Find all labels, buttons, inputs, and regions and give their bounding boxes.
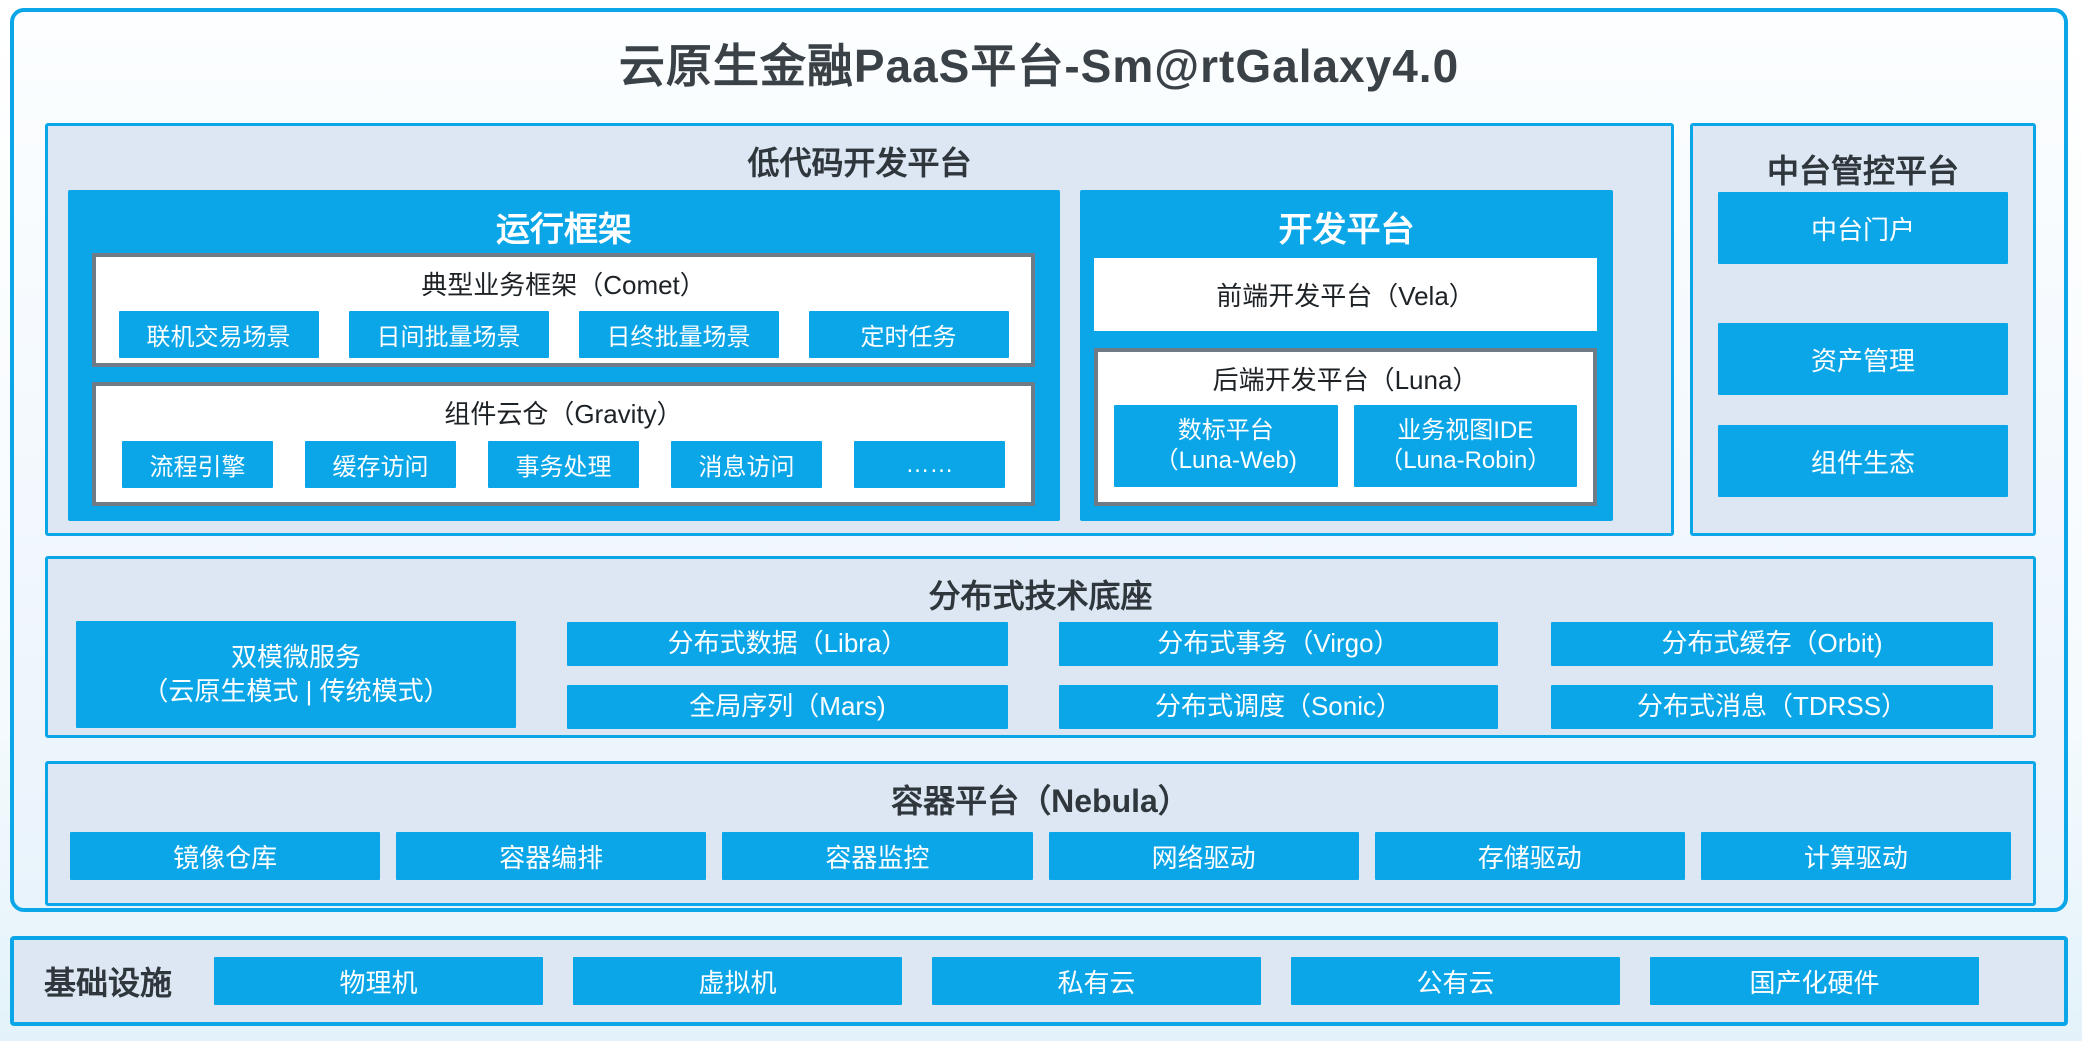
block-message-access: 消息访问 [671,441,822,488]
gravity-title: 组件云仓（Gravity） [444,399,683,429]
architecture-frame: 云原生金融PaaS平台-Sm@rtGalaxy4.0 低代码开发平台 运行框架 … [10,8,2068,912]
gravity-items-row: 流程引擎 缓存访问 事务处理 消息访问 …… [96,431,1031,488]
panel-distributed-base: 分布式技术底座 双模微服务 （云原生模式 | 传统模式） 分布式数据（Libra… [45,556,2036,738]
block-luna-web: 数标平台 （Luna-Web) [1114,405,1338,487]
block-component-ecosystem: 组件生态 [1718,425,2008,497]
panel-infrastructure: 基础设施 物理机 虚拟机 私有云 公有云 国产化硬件 [10,936,2068,1026]
block-daytime-batch: 日间批量场景 [348,311,549,358]
block-process-engine: 流程引擎 [122,441,273,488]
group-comet-framework: 典型业务框架（Comet） 联机交易场景 日间批量场景 日终批量场景 定时任务 [92,253,1035,367]
block-physical-machine: 物理机 [214,957,543,1005]
block-storage-driver: 存储驱动 [1374,832,1685,880]
luna-items-row: 数标平台 （Luna-Web) 业务视图IDE （Luna-Robin） [1098,397,1593,487]
block-private-cloud: 私有云 [932,957,1261,1005]
luna-web-line2: （Luna-Web) [1154,447,1297,474]
group-backend-luna: 后端开发平台（Luna） 数标平台 （Luna-Web) 业务视图IDE （Lu… [1094,348,1597,506]
infrastructure-items-row: 物理机 虚拟机 私有云 公有云 国产化硬件 [214,957,2064,1005]
panel-runtime-framework: 运行框架 典型业务框架（Comet） 联机交易场景 日间批量场景 日终批量场景 … [68,190,1060,521]
container-platform-title: 容器平台（Nebula） [891,783,1190,819]
panel-dev-platform: 开发平台 前端开发平台（Vela） 后端开发平台（Luna） 数标平台 （Lun… [1080,190,1613,521]
block-luna-robin: 业务视图IDE （Luna-Robin） [1353,405,1577,487]
microservice-line2: （云原生模式 | 传统模式） [142,675,450,706]
low-code-platform-title: 低代码开发平台 [747,145,972,181]
block-endofday-batch: 日终批量场景 [578,311,779,358]
block-container-monitoring: 容器监控 [722,832,1033,880]
block-global-sequence-mars: 全局序列（Mars) [567,685,1008,729]
comet-title: 典型业务框架（Comet） [421,270,706,300]
block-midtai-portal: 中台门户 [1718,192,2008,264]
block-container-orchestration: 容器编排 [396,832,707,880]
governance-title: 中台管控平台 [1766,153,1959,189]
page-title: 云原生金融PaaS平台-Sm@rtGalaxy4.0 [618,40,1460,92]
block-public-cloud: 公有云 [1291,957,1620,1005]
microservice-line1: 双模微服务 [230,641,361,672]
panel-low-code-platform: 低代码开发平台 运行框架 典型业务框架（Comet） 联机交易场景 日间批量场景… [45,123,1674,536]
luna-web-line1: 数标平台 [1177,417,1274,444]
block-domestic-hardware: 国产化硬件 [1650,957,1979,1005]
block-cache-access: 缓存访问 [305,441,456,488]
luna-robin-line1: 业务视图IDE [1397,417,1534,444]
block-scheduled-task: 定时任务 [808,311,1009,358]
block-distributed-scheduling-sonic: 分布式调度（Sonic） [1059,685,1498,729]
runtime-framework-title: 运行框架 [496,211,632,249]
distributed-base-title: 分布式技术底座 [928,578,1153,614]
block-frontend-vela: 前端开发平台（Vela） [1094,258,1597,331]
block-virtual-machine: 虚拟机 [573,957,902,1005]
container-items-row: 镜像仓库 容器编排 容器监控 网络驱动 存储驱动 计算驱动 [48,822,2033,880]
block-online-transaction: 联机交易场景 [118,311,319,358]
block-distributed-transaction-virgo: 分布式事务（Virgo） [1059,622,1498,666]
comet-items-row: 联机交易场景 日间批量场景 日终批量场景 定时任务 [96,302,1031,358]
block-ellipsis-more: …… [854,441,1005,488]
block-distributed-cache-orbit: 分布式缓存（Orbit) [1551,622,1993,666]
block-image-registry: 镜像仓库 [69,832,381,880]
infrastructure-title: 基础设施 [44,965,173,1001]
block-dual-mode-microservice: 双模微服务 （云原生模式 | 传统模式） [76,621,516,728]
block-transaction-processing: 事务处理 [488,441,639,488]
block-distributed-data-libra: 分布式数据（Libra） [567,622,1008,666]
luna-title: 后端开发平台（Luna） [1212,365,1479,395]
dev-platform-title: 开发平台 [1278,211,1415,249]
block-compute-driver: 计算驱动 [1700,832,2012,880]
block-network-driver: 网络驱动 [1048,832,1359,880]
panel-container-platform: 容器平台（Nebula） 镜像仓库 容器编排 容器监控 网络驱动 存储驱动 计算… [45,761,2036,906]
luna-robin-line2: （Luna-Robin） [1379,447,1552,474]
group-gravity-repo: 组件云仓（Gravity） 流程引擎 缓存访问 事务处理 消息访问 …… [92,382,1035,506]
block-asset-management: 资产管理 [1718,323,2008,395]
panel-governance-platform: 中台管控平台 资产管理 组件生态 中台门户 [1690,123,2036,536]
block-distributed-message-tdrss: 分布式消息（TDRSS） [1551,685,1993,729]
